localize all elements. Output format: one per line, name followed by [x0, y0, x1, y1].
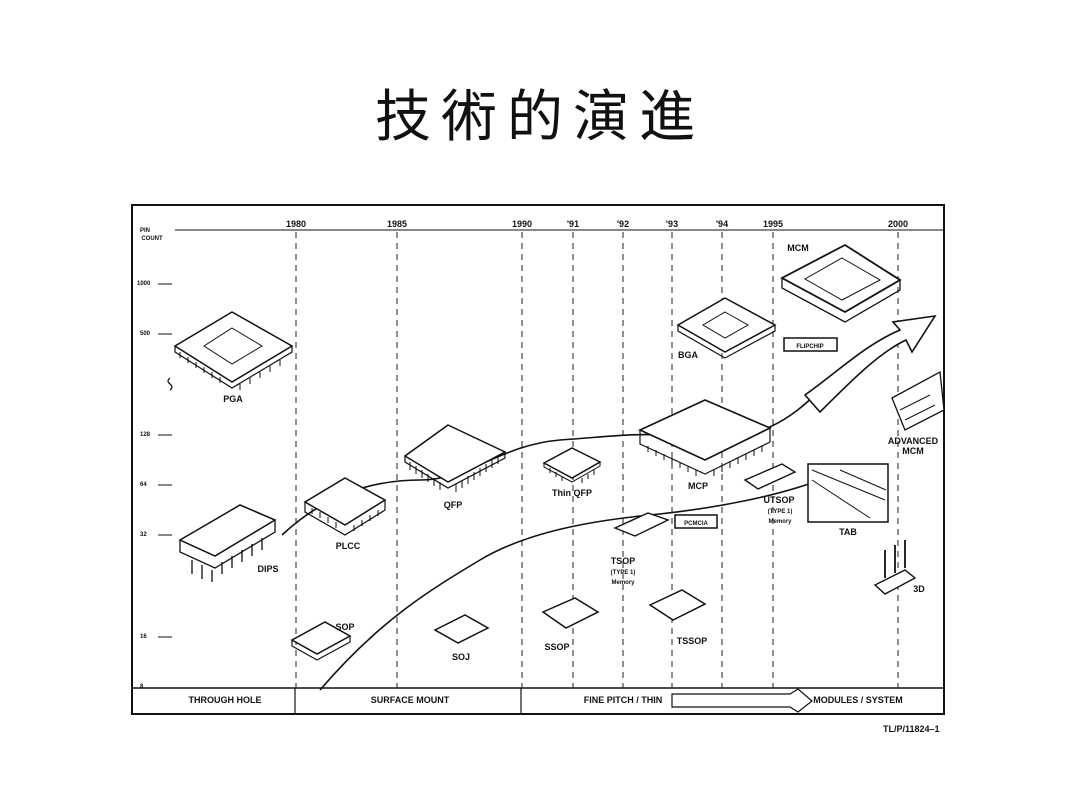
bga-label: BGA [678, 350, 699, 360]
pga-package-icon [173, 311, 294, 390]
x-tick-label: 1980 [286, 219, 306, 229]
x-tick-label: 1995 [763, 219, 783, 229]
tssop-package-icon [648, 589, 707, 621]
era-label: FINE PITCH / THIN [584, 695, 663, 705]
y-tick-label: 1000 [137, 281, 151, 287]
utsop-package-icon [743, 463, 797, 490]
y-tick-label: 128 [140, 432, 151, 438]
era-label: MODULES / SYSTEM [813, 695, 903, 705]
utsop-memory-label: Memory [768, 519, 792, 525]
mcp-package-icon [638, 399, 772, 476]
mcm-label: MCM [787, 243, 809, 253]
y-axis-title: COUNT [141, 236, 163, 242]
mcp-label: MCP [688, 481, 708, 491]
bga-package-icon [676, 297, 777, 359]
soj-label: SOJ [452, 652, 470, 662]
y-axis: PIN COUNT 1000 500 128 64 32 16 8 [137, 228, 173, 690]
y-axis-title: PIN [140, 228, 150, 234]
pcmcia-label: PCMCIA [684, 521, 708, 527]
axis-break-icon [167, 377, 173, 391]
thin-qfp-label: Thin QFP [552, 488, 592, 498]
figure-reference: TL/P/11824–1 [883, 724, 940, 734]
diagram-frame [131, 204, 945, 715]
era-label: THROUGH HOLE [189, 695, 262, 705]
qfp-package-icon [403, 424, 507, 492]
x-tick-label: '92 [617, 219, 629, 229]
tsop-memory-label: Memory [611, 580, 635, 586]
y-tick-label: 500 [140, 331, 151, 337]
page-title: 技術的演進 [375, 85, 705, 150]
trend-curve-lower [319, 479, 821, 691]
x-tick-label: '93 [666, 219, 678, 229]
utsop-label: UTSOP [763, 495, 794, 505]
y-tick-label: 64 [140, 482, 147, 488]
tab-package-icon [807, 463, 889, 523]
dips-package-icon [178, 504, 277, 582]
qfp-label: QFP [444, 500, 463, 510]
plcc-label: PLCC [336, 541, 361, 551]
x-tick-label: 1990 [512, 219, 532, 229]
tsop-type-label: (TYPE 1) [611, 570, 636, 576]
utsop-type-label: (TYPE 1) [768, 509, 793, 515]
x-tick-label: 1985 [387, 219, 407, 229]
era-label: SURFACE MOUNT [371, 695, 450, 705]
y-tick-label: 16 [140, 634, 147, 640]
soj-package-icon [433, 614, 490, 644]
3d-package-icon [873, 540, 917, 595]
flipchip-label: FLIPCHIP [796, 344, 823, 350]
trend-arrow-head [803, 314, 937, 414]
tssop-label: TSSOP [677, 636, 708, 646]
tsop-label: TSOP [611, 556, 636, 566]
x-tick-labels: 1980 1985 1990 '91 '92 '93 '94 1995 2000 [286, 219, 908, 229]
y-tick-label: 8 [140, 684, 144, 690]
y-tick-label: 32 [140, 532, 147, 538]
ssop-package-icon [541, 597, 600, 629]
ssop-label: SSOP [544, 642, 569, 652]
mcm-package-icon [780, 243, 902, 323]
3d-label: 3D [913, 584, 925, 594]
sop-label: SOP [335, 622, 354, 632]
pcmcia-box [674, 514, 718, 529]
advanced-mcm-icon [891, 370, 945, 431]
x-tick-label: '94 [716, 219, 728, 229]
sop-package-icon [290, 621, 352, 661]
pga-label: PGA [223, 394, 243, 404]
x-tick-label: 2000 [888, 219, 908, 229]
flipchip-box [783, 337, 838, 352]
advanced-mcm-label-2: MCM [902, 446, 924, 456]
pcmcia-card-icon [613, 512, 670, 537]
era-arrow-icon [671, 688, 813, 713]
dips-label: DIPS [257, 564, 278, 574]
thin-qfp-package-icon [542, 447, 602, 483]
plcc-package-icon [303, 477, 387, 536]
x-tick-label: '91 [567, 219, 579, 229]
advanced-mcm-label: ADVANCED [888, 436, 939, 446]
tab-label: TAB [839, 527, 857, 537]
